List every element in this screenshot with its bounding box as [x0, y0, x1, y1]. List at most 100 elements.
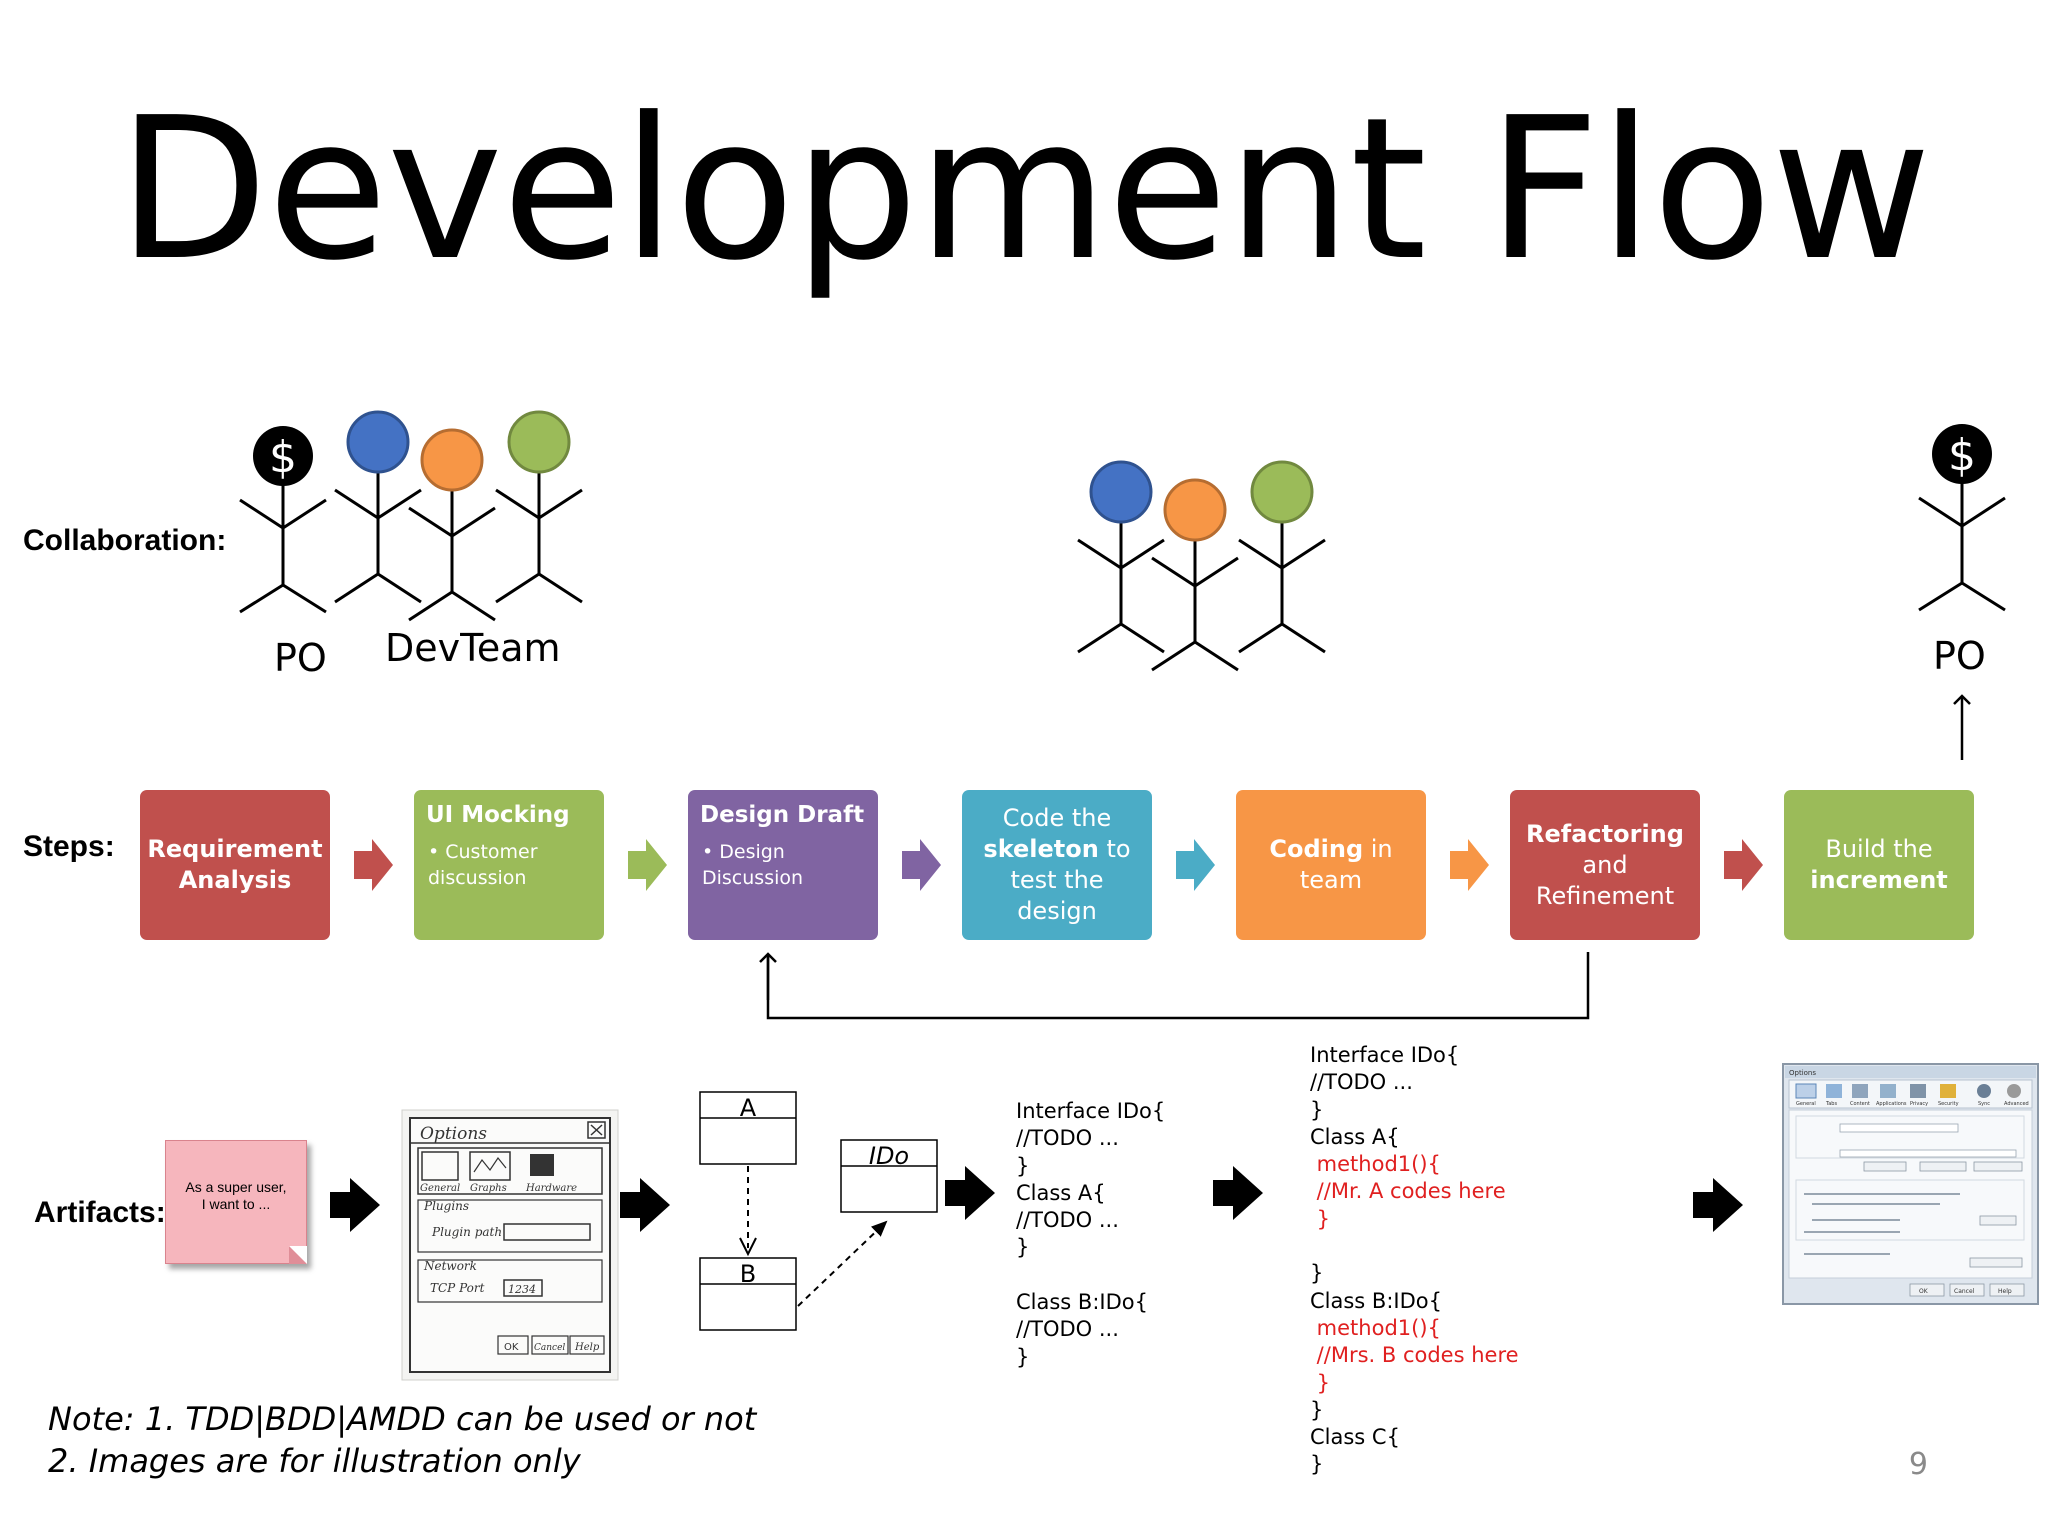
dollar-head-icon — [253, 426, 313, 486]
step-4-bold: skeleton — [983, 835, 1099, 863]
step-3-bullet-text: Design Discussion — [702, 841, 804, 889]
options-dialog-screenshot: Options General Tabs Content Application… — [1782, 1063, 2039, 1305]
collaboration-label: Collaboration: — [23, 524, 227, 557]
step-2-bullet: • Customer discussion — [428, 841, 538, 889]
team-code-line: method1(){ — [1310, 1152, 1441, 1177]
mockup-cancel-button: Cancel — [534, 1343, 565, 1353]
skeleton-code-line: //TODO ... — [1016, 1126, 1119, 1151]
steps-label: Steps: — [23, 830, 115, 863]
team-code-line: Class C{ — [1310, 1425, 1400, 1450]
devteam-label: DevTeam — [385, 626, 561, 670]
mockup-plugin-path-label: Plugin path — [431, 1225, 502, 1239]
team-code-line: //TODO ... — [1310, 1070, 1413, 1095]
uml-interface-ido — [840, 1139, 938, 1213]
step-3-bullet: • Design Discussion — [702, 841, 804, 889]
step-4-pre: Code the — [1002, 804, 1112, 832]
options-tab-general: General — [1796, 1101, 1816, 1107]
page-number: 9 — [1908, 1447, 1928, 1482]
step-5-bold: Coding — [1269, 835, 1364, 863]
mockup-tab-hardware: Hardware — [525, 1183, 577, 1194]
mockup-network-group: Network — [423, 1259, 477, 1273]
po-left-body — [239, 484, 327, 614]
uml-realization-line — [797, 1220, 888, 1307]
options-tab-applications: Applications — [1876, 1101, 1907, 1107]
po-left-figure: $ — [239, 426, 327, 614]
step-4-post2: test the design — [1010, 866, 1104, 925]
refactor-loop-connector — [766, 952, 1590, 1020]
mockup-tab-general: General — [420, 1183, 460, 1194]
skeleton-code-line: } — [1016, 1344, 1030, 1369]
step-design-draft: Design Draft • Design Discussion — [688, 790, 878, 940]
note-line-2: 2. Images are for illustration only — [48, 1442, 581, 1480]
po-left-label: PO — [274, 636, 327, 680]
dev-orange-head-icon — [420, 428, 484, 492]
team-code-line: Interface IDo{ — [1310, 1043, 1460, 1067]
step-6-post1: and — [1582, 850, 1628, 879]
step-5-post2: team — [1299, 866, 1363, 894]
team-code-line: //Mrs. B codes here — [1310, 1343, 1519, 1368]
team-code-line — [1310, 1233, 1519, 1260]
uml-class-b — [699, 1257, 797, 1331]
skeleton-code-block: Interface IDo{//TODO ...}Class A{//TODO … — [1016, 1098, 1165, 1371]
mockup-help-button: Help — [574, 1342, 600, 1353]
team-code-line: } — [1310, 1097, 1324, 1122]
uml-class-a-label: A — [740, 1094, 757, 1122]
step-arrow-4 — [1176, 839, 1215, 891]
team-code-line: } — [1310, 1452, 1324, 1477]
skeleton-code-line: Interface IDo{ — [1016, 1099, 1166, 1123]
artifact-arrow-3 — [945, 1166, 995, 1220]
options-tab-security: Security — [1938, 1101, 1959, 1107]
options-tab-advanced: Advanced — [2004, 1101, 2029, 1107]
uml-class-a — [699, 1091, 797, 1165]
skeleton-code-line: } — [1016, 1153, 1030, 1178]
mockup-ok-button: OK — [504, 1342, 519, 1353]
team-code-line: Class A{ — [1310, 1124, 1400, 1149]
dollar-head-icon-right — [1932, 424, 1992, 484]
mockup-tcp-label: TCP Port — [430, 1281, 485, 1295]
step-5-post1: in — [1363, 835, 1393, 863]
dev-green-head-icon-2 — [1250, 460, 1314, 524]
options-ok-button: OK — [1919, 1288, 1929, 1295]
uml-class-b-label: B — [740, 1260, 756, 1288]
devteam-middle-figures — [1077, 522, 1326, 672]
ui-mockup-sketch: Options General Graphs Hardware Plugins … — [401, 1109, 619, 1381]
skeleton-code-line: } — [1016, 1235, 1030, 1260]
po-right-figure: $ — [1918, 424, 2006, 612]
artifact-arrow-4 — [1213, 1166, 1263, 1220]
options-tab-sync: Sync — [1978, 1101, 1990, 1107]
options-tab-privacy: Privacy — [1910, 1101, 1928, 1107]
skeleton-code-line — [1016, 1262, 1165, 1289]
po-right-label: PO — [1933, 634, 1986, 678]
step-arrow-2 — [628, 839, 667, 891]
step-2-title: UI Mocking — [426, 802, 570, 828]
step-3-title: Design Draft — [700, 802, 865, 828]
options-cancel-button: Cancel — [1954, 1288, 1975, 1295]
step-arrow-3 — [902, 839, 941, 891]
dollar-sign-right: $ — [1948, 430, 1976, 481]
step-7-bold: increment — [1810, 866, 1948, 894]
dev-green-head-icon — [507, 410, 571, 474]
dev-blue-head-icon — [346, 410, 410, 474]
step-1-title: Requirement Analysis — [147, 835, 323, 894]
step-build-increment: Build the increment — [1784, 790, 1974, 940]
step-6-post2: Refinement — [1535, 881, 1675, 910]
sticky-line-2: I want to ... — [201, 1196, 271, 1212]
step-code-skeleton: Code the skeleton to test the design — [962, 790, 1152, 940]
user-story-sticky-note: As a super user, I want to ... — [165, 1140, 307, 1264]
uml-dependency-arrowhead — [739, 1237, 757, 1257]
dev-orange-head-icon-2 — [1163, 478, 1227, 542]
team-code-line: } — [1310, 1370, 1331, 1395]
team-code-line: method1(){ — [1310, 1315, 1441, 1340]
artifacts-label: Artifacts: — [34, 1196, 166, 1229]
step-arrow-1 — [354, 839, 393, 891]
skeleton-code-line: Class B:IDo{ — [1016, 1290, 1148, 1315]
sticky-fold — [289, 1246, 307, 1264]
options-help-button: Help — [1998, 1288, 2012, 1295]
mockup-tab-graphs: Graphs — [470, 1183, 507, 1194]
step-refactoring: Refactoring and Refinement — [1510, 790, 1700, 940]
artifact-arrow-5 — [1693, 1178, 1743, 1232]
step-arrow-6 — [1724, 839, 1763, 891]
uml-diagram — [699, 1091, 938, 1331]
team-code-line: } — [1310, 1206, 1331, 1231]
